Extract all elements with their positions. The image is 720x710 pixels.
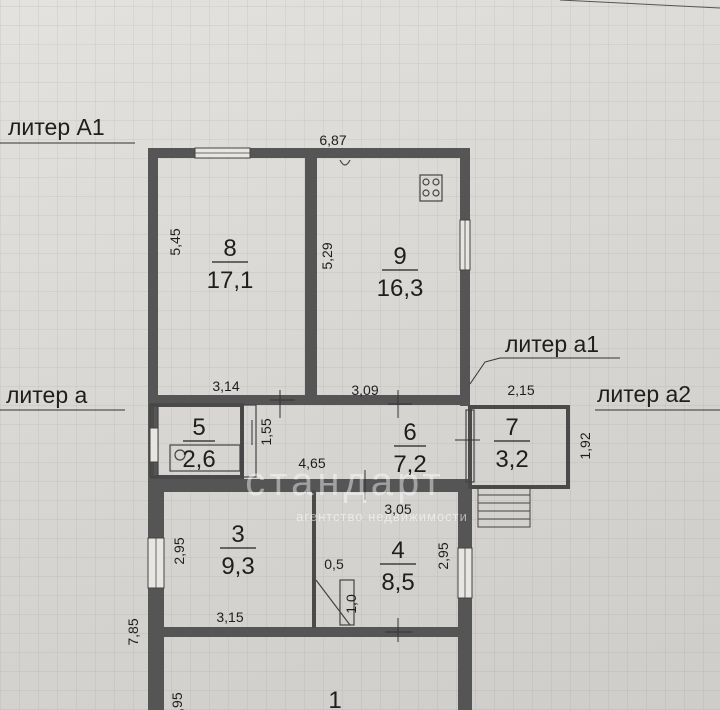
litera-a1-leader	[469, 357, 501, 385]
room-5-area: 2,6	[182, 446, 215, 473]
room-7-number: 7	[505, 414, 518, 441]
litera-a2-label: литер а2	[597, 381, 691, 407]
room-3-area: 9,3	[221, 553, 254, 580]
room-7-area: 3,2	[495, 446, 528, 473]
litera-a1-small-label: литер а1	[505, 331, 599, 357]
dim-room4-width: 3,05	[384, 501, 411, 517]
thin-details	[149, 159, 475, 626]
dim-room5-height: 1,55	[258, 418, 274, 445]
dim-room8-width: 3,14	[212, 378, 239, 394]
dim-niche-width: 0,5	[324, 556, 344, 572]
watermark-tagline: агентство недвижимости	[296, 509, 468, 524]
gas-point-icon	[339, 159, 351, 166]
room-6-area: 7,2	[393, 451, 426, 478]
room-8-number: 8	[223, 235, 236, 262]
dim-corridor-length: 4,65	[298, 455, 325, 471]
room-8-area: 17,1	[207, 267, 254, 294]
wall-upper-lower	[158, 395, 470, 405]
dim-room7-height: 1,92	[577, 432, 593, 459]
room5-fixture	[169, 444, 241, 472]
stove-burner-icon	[432, 178, 440, 186]
wall-corridor-bottom	[148, 479, 468, 492]
sheet-edge	[559, 0, 720, 9]
sink-icon	[174, 449, 186, 461]
room-4-area: 8,5	[381, 569, 414, 596]
dim-room3-width: 3,15	[216, 609, 243, 625]
stove-burner-icon	[422, 178, 430, 186]
dim-room3-height: 2,95	[171, 537, 187, 564]
room-1-number: 1	[328, 687, 341, 710]
wall-top	[148, 148, 470, 158]
litera-a-label: литер а	[6, 382, 88, 408]
wall-8-9	[305, 158, 317, 405]
dim-room8-height: 5,45	[167, 228, 183, 255]
window-room5	[149, 427, 159, 463]
room-4-number: 4	[391, 537, 404, 564]
wall-3-1	[164, 627, 460, 637]
stove-icon	[419, 174, 443, 202]
room-6-number: 6	[403, 419, 416, 446]
stove-burner-icon	[422, 189, 430, 197]
dim-room7-width: 2,15	[507, 382, 534, 398]
dim-top-width: 6,87	[319, 132, 346, 148]
dim-room4-height: 2,95	[435, 542, 451, 569]
room-9-number: 9	[393, 243, 406, 270]
wall-left-lower	[148, 480, 164, 710]
partition-6-7	[465, 409, 475, 483]
niche-box	[339, 579, 355, 626]
watermark-brand: стандарт	[245, 460, 444, 504]
niche-diagonal	[315, 579, 351, 626]
room-9-area: 16,3	[377, 275, 424, 302]
dim-room9-height: 5,29	[319, 242, 335, 269]
partition-5-6	[241, 404, 257, 478]
window-mullions	[155, 152, 466, 598]
fraction-lines	[183, 261, 530, 565]
doors	[251, 390, 480, 642]
dim-niche-height: 1,0	[343, 594, 359, 614]
dim-room9-width: 3,09	[351, 382, 378, 398]
litera-a1-label: литер А1	[8, 114, 105, 140]
porch-steps	[477, 486, 531, 528]
dim-room1-height: 2,95	[169, 692, 185, 710]
wall-right-upper	[460, 148, 470, 406]
stove-burner-icon	[432, 189, 440, 197]
room-3-number: 3	[231, 521, 244, 548]
room-5-number: 5	[192, 414, 205, 441]
dim-left-total: 7,85	[125, 618, 141, 645]
